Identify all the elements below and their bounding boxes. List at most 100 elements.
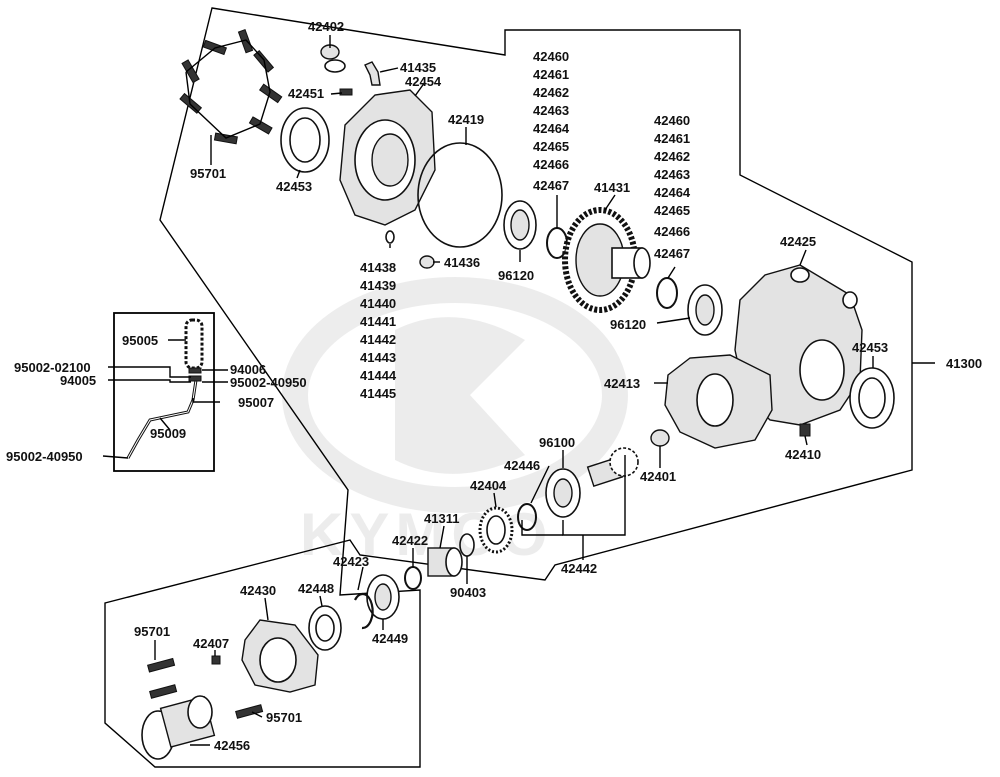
label-42460-col2: 42460 [654, 113, 690, 128]
bearing-96100 [545, 468, 581, 518]
label-42425: 42425 [780, 234, 816, 249]
label-41435: 41435 [400, 60, 436, 75]
hose-fitting-41435 [364, 61, 381, 86]
label-42453: 42453 [276, 179, 312, 194]
label-41441: 41441 [360, 314, 396, 329]
label-42466-col1: 42466 [533, 157, 569, 172]
label-42401: 42401 [640, 469, 676, 484]
cable-95009 [126, 379, 198, 459]
label-42456: 42456 [214, 738, 250, 753]
label-94005: 94005 [60, 373, 96, 388]
oil-seal-42453-top [280, 107, 330, 173]
label-41311: 41311 [424, 511, 459, 526]
leader-lines [102, 35, 935, 746]
label-95002-02100: 95002-02100 [14, 360, 91, 375]
circlip-42423 [354, 593, 374, 630]
o-ring-42419 [417, 142, 503, 248]
kymco-watermark-logo: KYMCO [282, 277, 628, 568]
bolts-95701-lower [147, 657, 264, 719]
fitting-94006 [188, 367, 202, 374]
label-95002-40950-right: 95002-40950 [230, 375, 307, 390]
oil-seal-42453-right [849, 367, 895, 429]
label-42422: 42422 [392, 533, 428, 548]
label-42423: 42423 [333, 554, 369, 569]
cover-42430 [241, 619, 319, 693]
ring-gear-41431 [562, 207, 651, 313]
label-95701: 95701 [190, 166, 226, 181]
label-42460-col1: 42460 [533, 49, 569, 64]
label-90403: 90403 [450, 585, 486, 600]
label-96120-left: 96120 [498, 268, 534, 283]
cable-inset-box [113, 312, 215, 472]
shim-ring-right [656, 277, 678, 309]
assembly-boundary [104, 7, 913, 768]
bearing-96120-right [687, 284, 723, 336]
label-95009: 95009 [150, 426, 186, 441]
yoke-42456 [141, 695, 216, 760]
label-96120-right: 96120 [610, 317, 646, 332]
label-94006: 94006 [230, 362, 266, 377]
label-42402: 42402 [308, 19, 344, 34]
label-42464-col2: 42464 [654, 185, 691, 200]
label-42449: 42449 [372, 631, 408, 646]
spacer-41311 [427, 547, 463, 577]
bolt-42451 [339, 88, 353, 96]
label-41445: 41445 [360, 386, 396, 401]
breather-42402 [320, 44, 346, 73]
label-42462-col1: 42462 [533, 85, 569, 100]
label-41443: 41443 [360, 350, 396, 365]
label-42448: 42448 [298, 581, 334, 596]
label-41442: 41442 [360, 332, 396, 347]
part-number-labels: 42402 41435 42454 42451 95701 42453 4241… [6, 19, 982, 753]
label-42464-col1: 42464 [533, 121, 570, 136]
label-42461-col2: 42461 [654, 131, 690, 146]
rubber-boot-95005 [184, 318, 204, 370]
washer-42422 [404, 566, 422, 590]
label-95007: 95007 [238, 395, 274, 410]
label-42404: 42404 [470, 478, 507, 493]
label-42407: 42407 [193, 636, 229, 651]
label-42453-right: 42453 [852, 340, 888, 355]
label-42463-col1: 42463 [533, 103, 569, 118]
needle-bearing-42404 [478, 506, 514, 554]
bushing-42401 [650, 429, 670, 447]
bolt-set [179, 28, 283, 145]
label-42442: 42442 [561, 561, 597, 576]
label-41438: 41438 [360, 260, 396, 275]
label-95002-40950-bottom: 95002-40950 [6, 449, 83, 464]
shim-42446 [517, 503, 537, 531]
label-41439: 41439 [360, 278, 396, 293]
label-41440: 41440 [360, 296, 396, 311]
label-42454: 42454 [405, 74, 442, 89]
label-42446: 42446 [504, 458, 540, 473]
cable-core-95007 [127, 379, 197, 459]
label-41300: 41300 [946, 356, 982, 371]
cover-42454 [339, 89, 436, 226]
label-42451: 42451 [288, 86, 324, 101]
label-42467-col2: 42467 [654, 246, 690, 261]
label-42461-col1: 42461 [533, 67, 569, 82]
label-42467-col1: 42467 [533, 178, 569, 193]
label-41436: 41436 [444, 255, 480, 270]
label-42465-col2: 42465 [654, 203, 690, 218]
label-42419: 42419 [448, 112, 484, 127]
label-42465-col1: 42465 [533, 139, 569, 154]
label-95701-bottom: 95701 [266, 710, 302, 725]
label-42462-col2: 42462 [654, 149, 690, 164]
label-95005: 95005 [122, 333, 158, 348]
label-42430: 42430 [240, 583, 276, 598]
label-42410: 42410 [785, 447, 821, 462]
fitting-94005 [188, 375, 202, 382]
oil-seal-42448 [308, 605, 342, 651]
nut-41436 [419, 255, 435, 269]
label-42413: 42413 [604, 376, 640, 391]
label-42463-col2: 42463 [654, 167, 690, 182]
label-41431: 41431 [594, 180, 630, 195]
bearing-96120-left [503, 200, 537, 250]
bolt-42410 [799, 423, 811, 437]
gear-case-42413 [664, 354, 773, 449]
pinion-gear-42442 [586, 447, 639, 488]
shim-41438 [385, 230, 395, 244]
label-42466-col2: 42466 [654, 224, 690, 239]
